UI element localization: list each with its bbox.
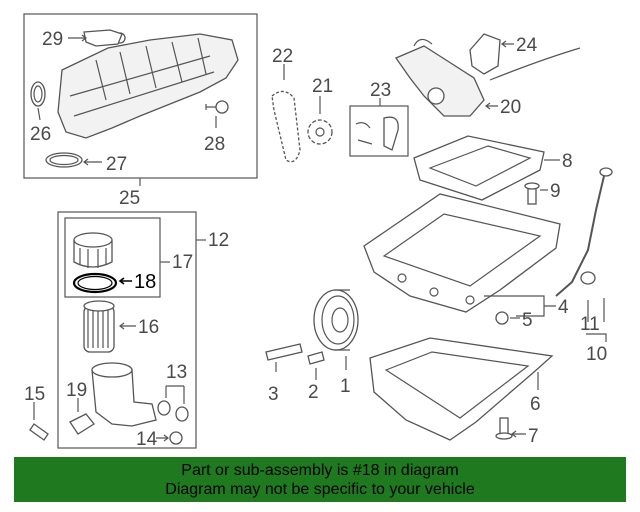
manifold-bracket[interactable] (83, 29, 123, 47)
callout-11: 11 (580, 314, 600, 335)
oil-filter-group: 18 17 12 16 19 13 14 (57, 211, 229, 450)
oil-pump-chain[interactable] (271, 90, 301, 163)
dowel-pin[interactable] (307, 351, 325, 365)
callout-1: 1 (340, 376, 351, 397)
crankshaft-bolt[interactable] (265, 343, 303, 361)
pulley-group: 1 3 2 (265, 289, 359, 405)
callout-3: 3 (268, 384, 279, 405)
callout-14: 14 (136, 429, 158, 450)
callout-12: 12 (208, 230, 229, 251)
intake-manifold[interactable] (57, 33, 239, 139)
callout-16: 16 (138, 317, 159, 338)
callout-7: 7 (528, 426, 539, 447)
filter-cap-subassembly-box (64, 217, 161, 298)
intake-manifold-group: 29 26 27 28 25 (23, 13, 258, 209)
callout-27: 27 (106, 154, 127, 175)
parts-diagram: 29 26 27 28 25 18 17 12 16 19 (23, 13, 613, 450)
upper-oil-pan[interactable] (363, 193, 561, 313)
throttle-body-seal[interactable] (30, 81, 46, 107)
oil-pump-sprocket[interactable] (307, 119, 333, 145)
drain-plug[interactable] (495, 311, 509, 325)
dipstick-seal[interactable] (580, 271, 596, 285)
oil-pressure-sensor[interactable] (69, 413, 95, 435)
callout-20: 20 (500, 97, 521, 118)
callout-13: 13 (166, 362, 187, 383)
oil-pump-group: 24 20 (395, 33, 581, 118)
callout-25: 25 (119, 188, 140, 209)
crankshaft-pulley[interactable] (313, 289, 359, 351)
callout-6: 6 (530, 394, 541, 415)
oil-pan-upper-group: 4 5 (363, 193, 569, 331)
oil-pan-baffle[interactable] (413, 135, 545, 201)
callout-24: 24 (516, 35, 538, 56)
oil-pump-drive-group: 22 21 23 (271, 46, 409, 163)
callout-5: 5 (522, 310, 533, 331)
oil-pump[interactable] (395, 45, 485, 117)
part-info-banner: Part or sub-assembly is #18 in diagram D… (14, 457, 626, 502)
callout-9: 9 (550, 181, 561, 202)
lower-oil-pan[interactable] (369, 337, 554, 441)
chain-tensioner[interactable] (383, 116, 399, 151)
dipstick-group: 11 10 (555, 167, 613, 365)
callout-28: 28 (204, 134, 225, 155)
callout-8: 8 (562, 151, 573, 172)
callout-17: 17 (172, 252, 193, 273)
callout-4: 4 (558, 297, 569, 318)
chain-tensioner-box (349, 105, 409, 157)
callout-19: 19 (66, 380, 87, 401)
manifold-bolt-head[interactable] (215, 100, 229, 114)
housing-seal-b[interactable] (175, 406, 189, 422)
part-15-group: 15 (24, 384, 49, 441)
callout-22: 22 (272, 46, 293, 67)
callout-23: 23 (370, 80, 391, 101)
callout-26: 26 (30, 124, 51, 145)
oil-pan-lower-group: 6 7 (369, 337, 554, 447)
oil-pickup-tube[interactable] (469, 33, 501, 75)
baffle-group: 8 9 (413, 135, 573, 205)
callout-15: 15 (24, 384, 45, 405)
callout-18: 18 (134, 271, 156, 293)
callout-2: 2 (308, 382, 319, 403)
callout-21: 21 (312, 76, 333, 97)
banner-line-2: Diagram may not be specific to your vehi… (165, 481, 475, 498)
oil-filter-assembly-box (57, 211, 197, 449)
housing-o-ring[interactable] (169, 431, 183, 445)
callout-10: 10 (586, 344, 607, 365)
banner-line-1: Part or sub-assembly is #18 in diagram (181, 462, 459, 479)
dipstick-tube[interactable] (555, 175, 605, 297)
callout-29: 29 (42, 29, 63, 50)
housing-seal-a[interactable] (157, 400, 171, 416)
oil-cooler-bolt[interactable] (29, 423, 49, 441)
